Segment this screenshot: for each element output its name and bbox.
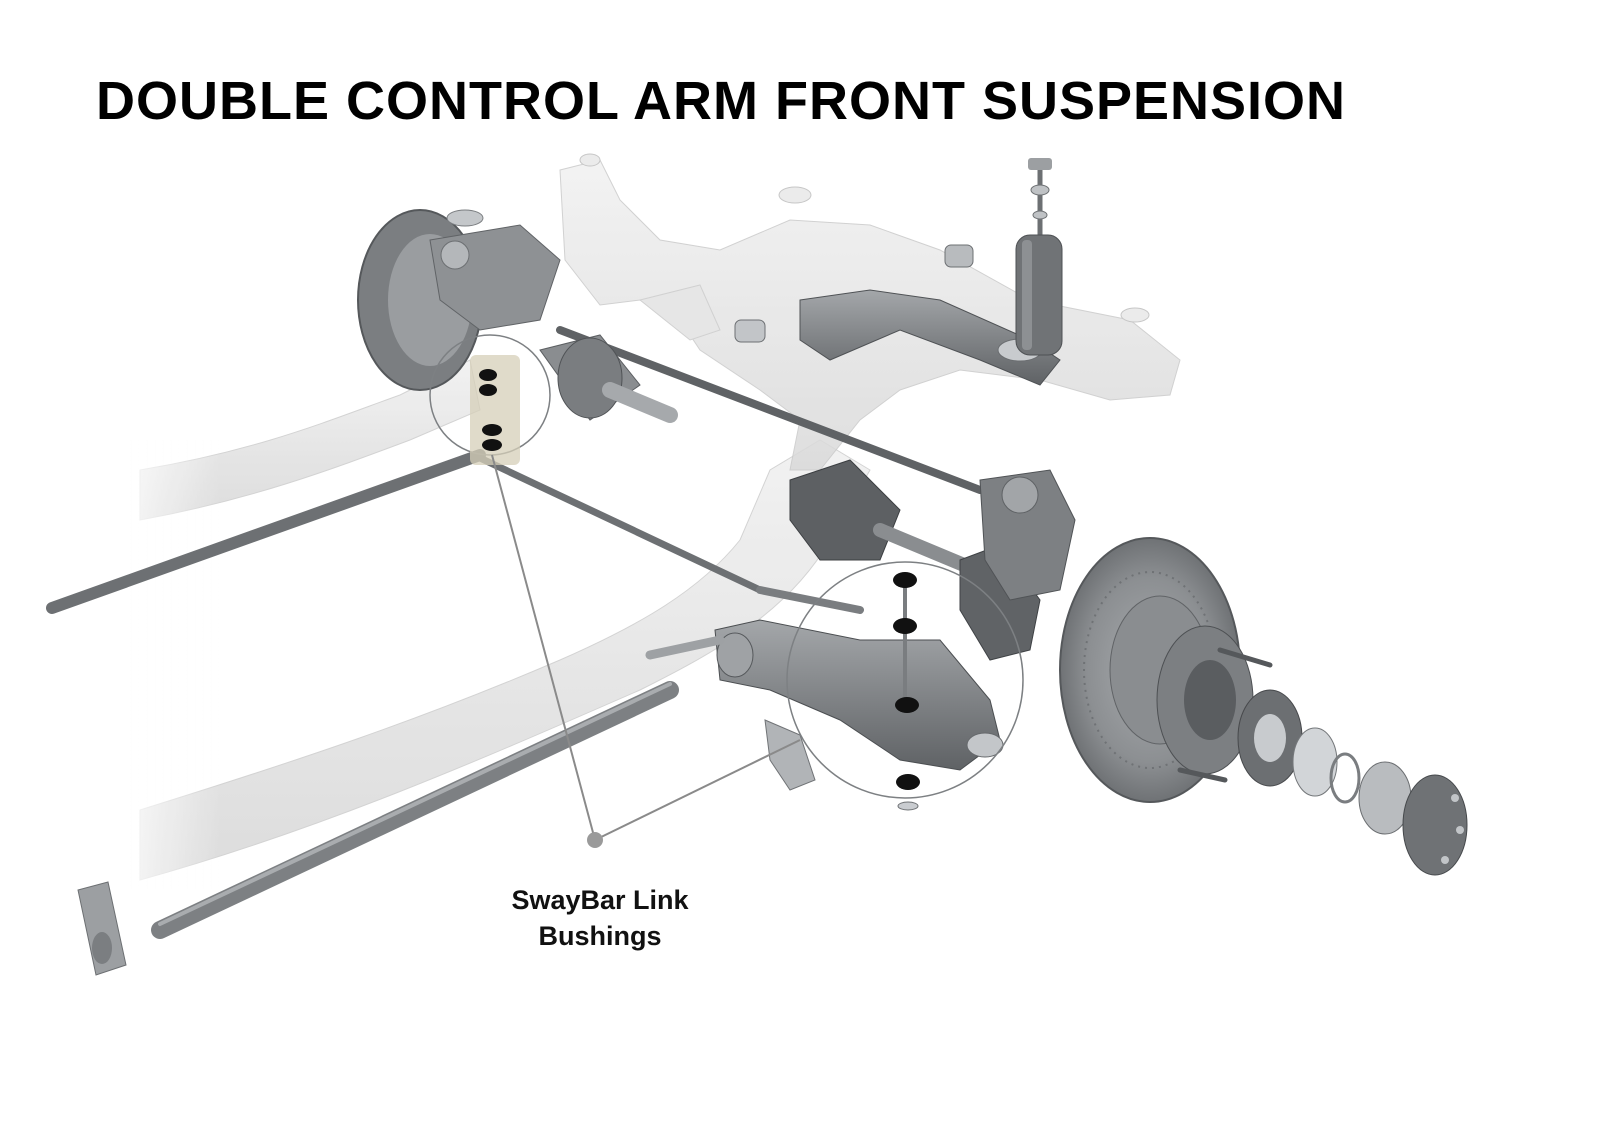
sway-bar-icon — [46, 326, 984, 614]
torsion-bar-icon — [77, 681, 679, 976]
callout-line-1: SwayBar Link — [511, 885, 689, 915]
wheel-hub-icon — [1156, 625, 1468, 876]
callout-line-2: Bushings — [538, 921, 662, 951]
right-bushing-group — [786, 561, 1024, 811]
left-knuckle-icon — [357, 209, 561, 391]
right-knuckle-icon — [979, 469, 1076, 601]
callout-leader-lines — [491, 454, 801, 848]
bushing-icon — [893, 572, 920, 811]
frame-rail-icon — [100, 359, 871, 900]
lower-control-arm-icon — [645, 619, 1004, 791]
shock-absorber-icon — [1015, 158, 1063, 356]
cv-axle-icon — [539, 334, 678, 423]
left-bushing-group — [429, 334, 551, 465]
diagram-title: DOUBLE CONTROL ARM FRONT SUSPENSION — [96, 71, 1347, 131]
bushing-icon — [479, 369, 502, 451]
callout-label: SwayBar Link Bushings — [470, 882, 730, 954]
